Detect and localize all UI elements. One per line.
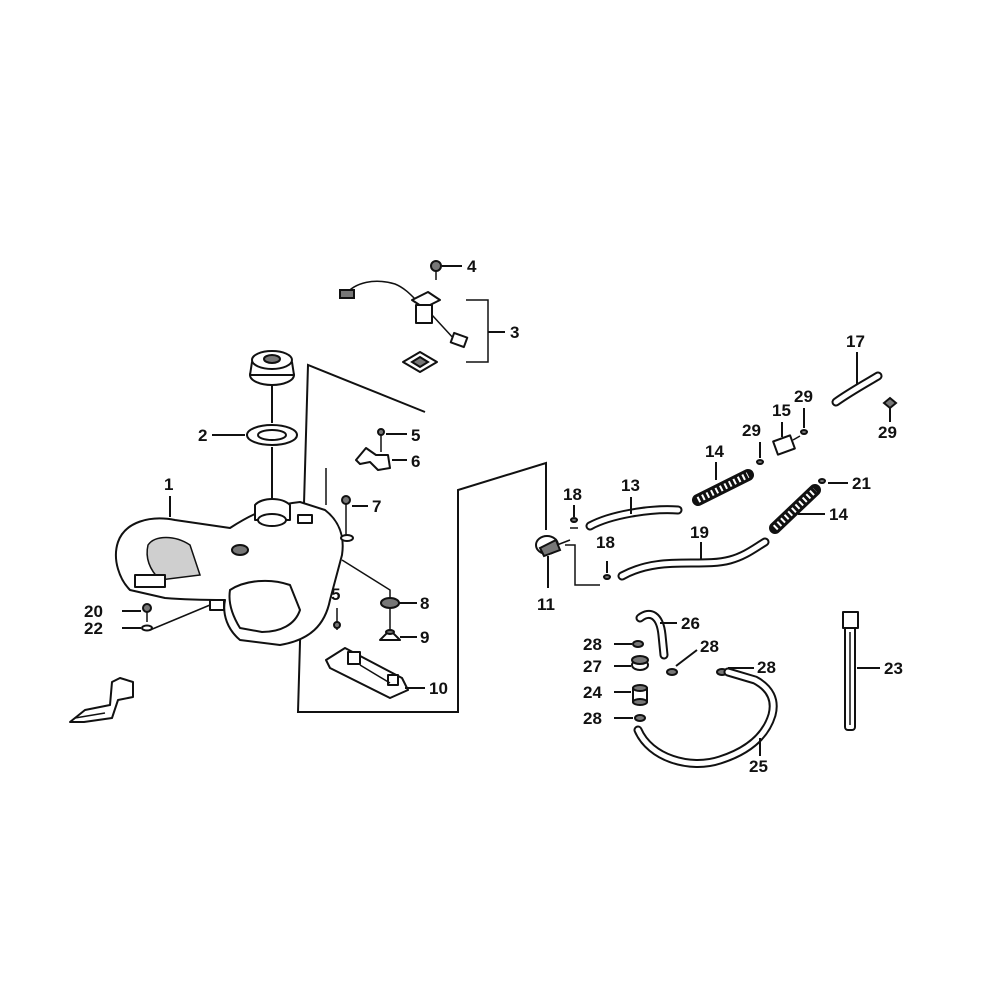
callout-labels: 1 2 3 4 5 6 7 8 5 9 10 11 13 14 14 15 17… xyxy=(84,257,903,776)
bolt-4 xyxy=(430,260,442,280)
callout-21: 21 xyxy=(852,474,871,493)
joint-27 xyxy=(631,655,649,671)
callout-24: 24 xyxy=(583,683,602,702)
callout-9: 9 xyxy=(420,628,429,647)
callout-22: 22 xyxy=(84,619,103,638)
assembly-frame-line xyxy=(296,363,547,713)
fuel-tank xyxy=(114,498,344,646)
fuel-hose-25 xyxy=(633,667,778,768)
hose-26 xyxy=(635,609,669,660)
bolt-20 xyxy=(142,603,152,622)
clamp-18-lower xyxy=(603,574,611,580)
hose-17 xyxy=(831,371,883,407)
callout-7: 7 xyxy=(372,497,381,516)
callout-20: 20 xyxy=(84,602,103,621)
callout-10: 10 xyxy=(429,679,448,698)
callout-19: 19 xyxy=(690,523,709,542)
callout-11: 11 xyxy=(537,595,555,614)
callout-28a: 28 xyxy=(583,635,602,654)
callout-6: 6 xyxy=(411,452,420,471)
fuel-hose-13 xyxy=(585,505,683,531)
callout-29a: 29 xyxy=(742,421,761,440)
callout-1: 1 xyxy=(164,475,173,494)
collar-9 xyxy=(379,629,401,641)
clamp-18-upper xyxy=(570,517,578,523)
callout-28b: 28 xyxy=(700,637,719,656)
callout-14a: 14 xyxy=(705,442,724,461)
bracket-6 xyxy=(355,428,391,471)
fuel-cock-11 xyxy=(535,535,571,558)
callout-27: 27 xyxy=(583,657,602,676)
bolt-7 xyxy=(340,495,354,542)
fuel-sender xyxy=(339,280,469,373)
clip-29-a xyxy=(756,459,764,465)
callout-17: 17 xyxy=(846,332,865,351)
callout-29c: 29 xyxy=(878,423,897,442)
front-arrow-icon xyxy=(69,677,134,723)
clamp-28-b xyxy=(666,668,678,676)
cable-tie-23 xyxy=(842,611,859,731)
fuel-filter-24 xyxy=(632,684,648,706)
fuel-cap xyxy=(249,350,295,386)
callout-3: 3 xyxy=(510,323,519,342)
callout-13: 13 xyxy=(621,476,640,495)
valve-15 xyxy=(772,434,801,456)
breather-tube-14-upper xyxy=(692,469,754,506)
clip-21 xyxy=(818,478,826,484)
rubber-8 xyxy=(380,597,400,609)
callout-4: 4 xyxy=(467,257,477,276)
callout-14b: 14 xyxy=(829,505,848,524)
washer-22 xyxy=(141,624,153,632)
callout-18a: 18 xyxy=(563,485,582,504)
callout-2: 2 xyxy=(198,426,207,445)
clip-29-b xyxy=(800,429,808,435)
tank-bracket-10 xyxy=(325,647,409,699)
callout-8: 8 xyxy=(420,594,429,613)
callout-5b: 5 xyxy=(331,585,340,604)
callout-26: 26 xyxy=(681,614,700,633)
fuel-hose-19 xyxy=(617,537,770,581)
callout-28c: 28 xyxy=(757,658,776,677)
callout-23: 23 xyxy=(884,659,903,678)
callout-5: 5 xyxy=(411,426,420,445)
clip-29-c xyxy=(882,396,898,410)
callout-15: 15 xyxy=(772,401,791,420)
clamp-28-a xyxy=(632,640,644,648)
clamp-28-d xyxy=(634,714,646,722)
callout-18b: 18 xyxy=(596,533,615,552)
callout-25: 25 xyxy=(749,757,768,776)
callout-28d: 28 xyxy=(583,709,602,728)
breather-tube-14-lower xyxy=(769,484,821,534)
callout-29b: 29 xyxy=(794,387,813,406)
